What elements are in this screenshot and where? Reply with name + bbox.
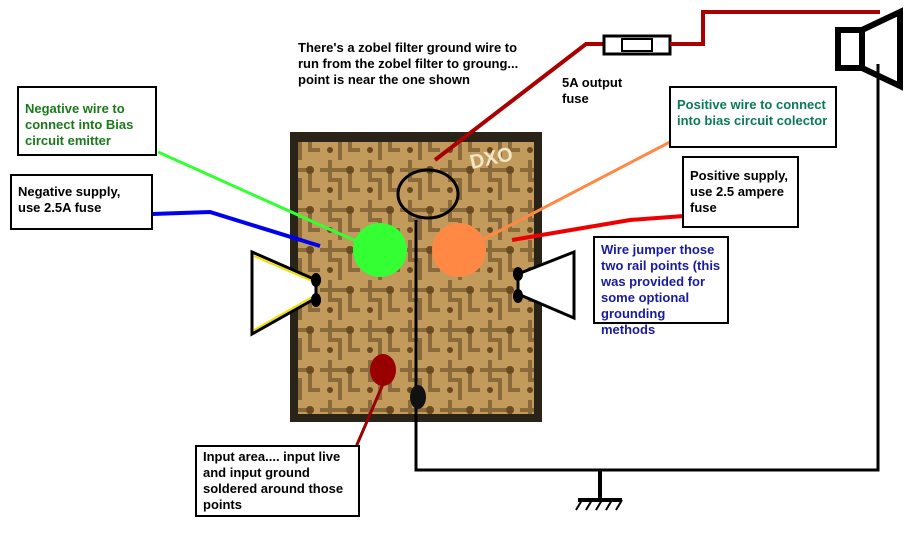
output-fuse-element — [621, 38, 653, 52]
ground-point-marker — [410, 385, 426, 409]
ground-wire — [414, 64, 880, 472]
negative-bias-wire — [157, 150, 359, 244]
left-rail-point-upper — [311, 273, 321, 287]
left-rail-point-lower — [311, 293, 321, 307]
speaker-magnet — [835, 27, 865, 71]
positive-bias-wire — [481, 140, 671, 242]
positive-supply-wire — [511, 214, 685, 242]
zobel-filter-note: There's a zobel filter ground wire to ru… — [298, 40, 519, 87]
left-jumper-yellow-lower — [253, 295, 315, 331]
input-area-point — [370, 354, 396, 386]
rail-jumper-box: Wire jumper those two rail points (this … — [593, 236, 729, 337]
speaker-cone — [859, 7, 903, 91]
output-fuse-label: 5A output fuse — [562, 75, 623, 106]
zobel-ground-circle — [396, 168, 460, 220]
input-area-wire — [354, 383, 385, 448]
bias-collector-box: Positive wire to connect into bias circu… — [669, 86, 837, 148]
positive-bias-point — [432, 223, 486, 277]
right-rail-point-lower — [513, 289, 523, 303]
output-wire — [433, 42, 606, 162]
right-rail-point-upper — [513, 267, 523, 281]
positive-supply-box: Positive supply, use 2.5 ampere fuse — [682, 156, 799, 228]
ground-symbol-hatch — [575, 499, 623, 511]
output-wire-to-speaker — [670, 10, 880, 46]
left-jumper-yellow-upper — [253, 255, 315, 283]
input-area-box: Input area.... input live and input grou… — [195, 445, 360, 517]
negative-bias-point — [353, 223, 407, 277]
negative-supply-box: Negative supply, use 2.5A fuse — [10, 174, 153, 230]
negative-supply-wire — [151, 209, 321, 248]
bias-emitter-box: Negative wire to connect into Bias circu… — [17, 86, 157, 156]
